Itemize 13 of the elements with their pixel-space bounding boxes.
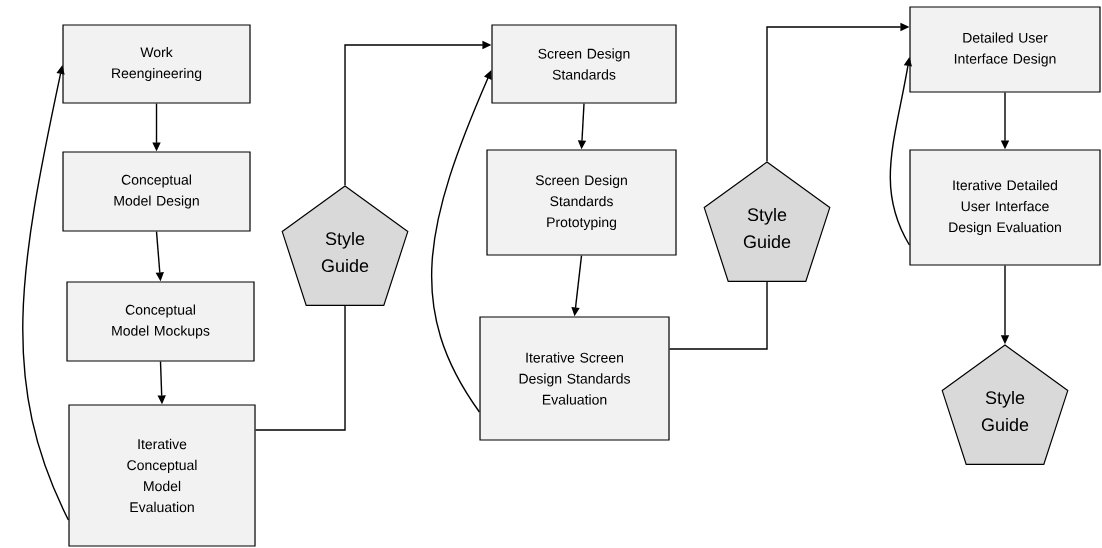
pentagon: Style Guide xyxy=(281,185,409,306)
process-box: Detailed User Interface Design xyxy=(909,6,1101,93)
process-box: Conceptual Model Mockups xyxy=(66,281,255,362)
arrow xyxy=(431,70,492,413)
pentagon: Style Guide xyxy=(941,344,1069,465)
process-box: Work Reengineering xyxy=(62,24,251,104)
process-box: Conceptual Model Design xyxy=(62,151,251,232)
process-box: Iterative Screen Design Standards Evaluation xyxy=(479,316,670,441)
process-box: Screen Design Standards xyxy=(491,24,677,104)
process-box: Iterative Detailed User Interface Design Evaluation xyxy=(909,149,1101,266)
pentagon: Style Guide xyxy=(703,161,831,282)
process-box: Iterative Conceptual Model Evaluation xyxy=(68,404,256,547)
process-box: Screen Design Standards Prototyping xyxy=(486,149,677,256)
